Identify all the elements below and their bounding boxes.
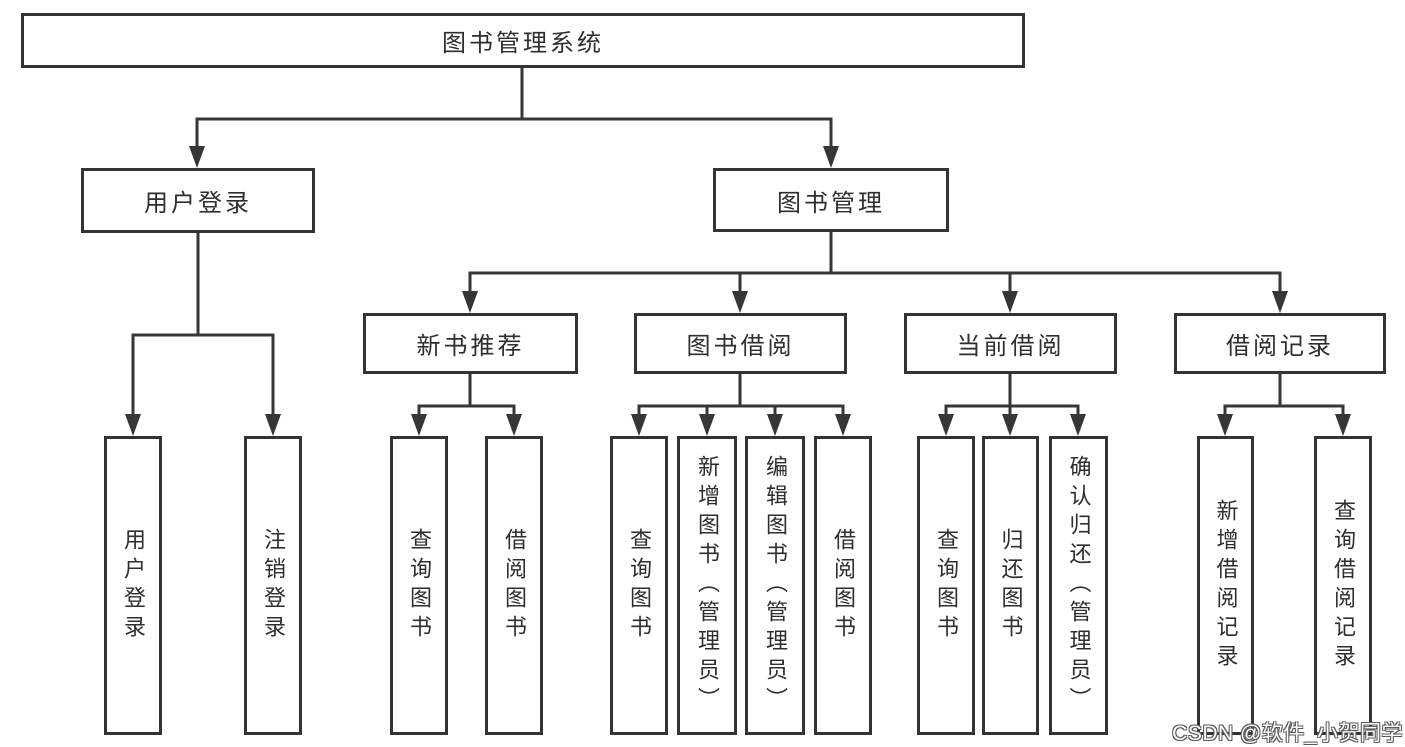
connector-root-to-level1 xyxy=(195,68,833,148)
arrowheads-level2 xyxy=(462,291,1288,313)
leaf-record-query-borrow-record: 查询借阅记录 xyxy=(1314,436,1372,735)
leaf-label: 查询借阅记录 xyxy=(1331,498,1356,673)
leaf-label: 用户登录 xyxy=(121,527,146,644)
leaf-label: 借阅图书 xyxy=(502,527,527,644)
arrowheads-leaves xyxy=(125,414,1351,436)
leaf-record-add-borrow-record: 新增借阅记录 xyxy=(1197,436,1254,735)
node-label: 当前借阅 xyxy=(956,333,1065,360)
connector-borrow-record-to-leaves xyxy=(1223,374,1345,416)
connector-user-login-to-leaves xyxy=(131,232,275,416)
leaf-logout: 注销登录 xyxy=(244,436,302,735)
leaf-label: 查询图书 xyxy=(627,527,652,644)
node-label: 图书借阅 xyxy=(686,333,795,360)
node-book-management: 图书管理 xyxy=(713,168,949,232)
leaf-newbook-borrow-book: 借阅图书 xyxy=(485,436,543,735)
leaf-current-query-book: 查询图书 xyxy=(917,436,975,735)
leaf-user-login: 用户登录 xyxy=(104,436,162,735)
node-label: 图书管理系统 xyxy=(442,30,604,57)
connector-book-management-to-level2 xyxy=(468,232,1282,293)
node-new-book-recommend: 新书推荐 xyxy=(363,313,578,374)
connector-current-borrow-to-leaves xyxy=(944,374,1080,416)
arrowheads-level1 xyxy=(189,146,839,168)
leaf-borrow-edit-book-admin: 编辑图书（管理员） xyxy=(745,436,805,735)
leaf-label: 归还图书 xyxy=(998,527,1024,644)
node-borrow-record: 借阅记录 xyxy=(1174,313,1386,374)
leaf-current-return-book: 归还图书 xyxy=(982,436,1039,735)
leaf-current-confirm-return-admin: 确认归还（管理员） xyxy=(1049,436,1108,735)
leaf-borrow-add-book-admin: 新增图书（管理员） xyxy=(677,436,737,735)
node-library-management-system: 图书管理系统 xyxy=(21,13,1025,68)
leaf-borrow-query-book: 查询图书 xyxy=(610,436,668,735)
leaf-label: 新增图书（管理员） xyxy=(695,455,720,716)
leaf-label: 编辑图书（管理员） xyxy=(763,455,788,716)
connector-new-book-to-leaves xyxy=(417,374,516,416)
leaf-label: 新增借阅记录 xyxy=(1213,498,1239,673)
node-label: 用户登录 xyxy=(144,190,252,217)
node-user-login: 用户登录 xyxy=(81,168,315,233)
node-label: 借阅记录 xyxy=(1226,333,1334,360)
csdn-watermark: CSDN @软件_小贺同学 xyxy=(1172,722,1403,745)
leaf-borrow-borrow-book: 借阅图书 xyxy=(814,436,872,735)
leaf-label: 查询图书 xyxy=(407,527,432,644)
leaf-newbook-query-book: 查询图书 xyxy=(390,436,448,735)
node-current-borrow: 当前借阅 xyxy=(904,313,1117,374)
node-book-borrow: 图书借阅 xyxy=(634,313,847,374)
leaf-label: 借阅图书 xyxy=(831,527,856,644)
node-label: 图书管理 xyxy=(777,189,885,217)
leaf-label: 注销登录 xyxy=(261,527,286,644)
node-label: 新书推荐 xyxy=(416,333,525,360)
leaf-label: 查询图书 xyxy=(934,527,959,644)
leaf-label: 确认归还（管理员） xyxy=(1066,455,1092,716)
connector-book-borrow-to-leaves xyxy=(637,374,845,416)
